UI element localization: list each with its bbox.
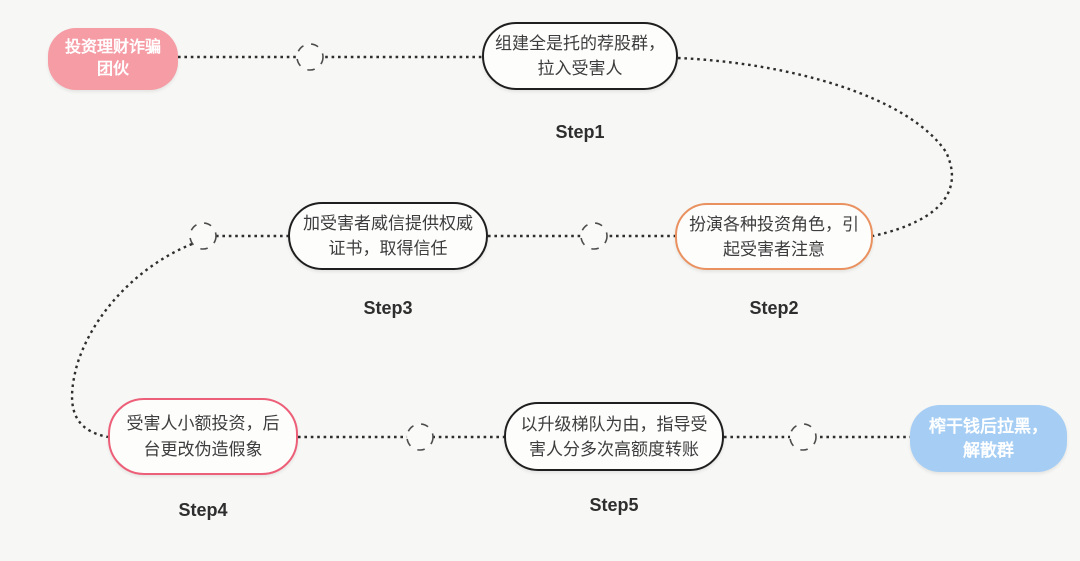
edge-curve-junction-to-step4 <box>70 242 193 439</box>
start-node-fraud-gang: 投资理财诈骗 团伙 <box>48 28 178 90</box>
step5-node: 以升级梯队为由，指导受 害人分多次高额度转账 <box>504 402 724 471</box>
step5-label: Step5 <box>589 495 639 515</box>
step2-label: Step2 <box>749 298 799 318</box>
junction-circle-icon <box>296 43 324 71</box>
step3-node: 加受害者威信提供权威 证书，取得信任 <box>288 202 488 270</box>
junction-circle-icon <box>406 423 434 451</box>
junction-circle-icon <box>189 222 217 250</box>
step1-node: 组建全是托的荐股群， 拉入受害人 <box>482 22 678 90</box>
junction-circle-icon <box>789 423 817 451</box>
end-node-blacklist: 榨干钱后拉黑， 解散群 <box>910 405 1067 472</box>
step2-node: 扮演各种投资角色，引 起受害者注意 <box>675 203 873 270</box>
step1-label: Step1 <box>555 122 605 142</box>
edge-curve-step1-to-step2 <box>677 56 954 238</box>
junction-circle-icon <box>580 222 608 250</box>
step3-label: Step3 <box>363 298 413 318</box>
step4-label: Step4 <box>178 500 228 520</box>
step4-node: 受害人小额投资，后 台更改伪造假象 <box>108 398 298 475</box>
